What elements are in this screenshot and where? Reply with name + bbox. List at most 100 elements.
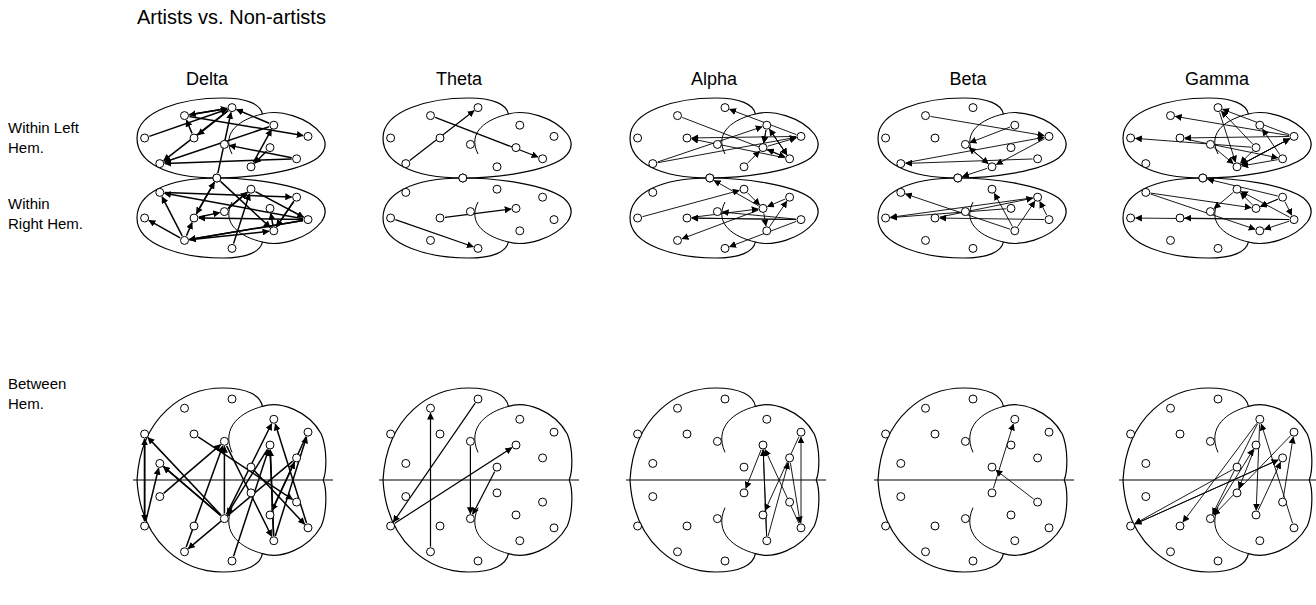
connectivity-arrow bbox=[940, 218, 1044, 219]
connectivity-arrow bbox=[196, 182, 214, 213]
electrode bbox=[713, 437, 721, 445]
electrode bbox=[387, 134, 395, 142]
connectivity-arrow bbox=[234, 194, 250, 244]
electrode bbox=[634, 430, 642, 438]
connectivity-arrow bbox=[764, 213, 766, 226]
connectivity-arrow bbox=[1213, 449, 1253, 514]
connectivity-arrow bbox=[1151, 193, 1251, 208]
hemisphere-outline bbox=[1123, 98, 1311, 178]
electrode bbox=[922, 548, 930, 556]
electrode bbox=[474, 104, 482, 112]
electrode bbox=[931, 214, 939, 222]
electrode bbox=[740, 163, 748, 171]
connectivity-arrow bbox=[237, 110, 270, 124]
connectivity-arrow bbox=[1241, 139, 1289, 165]
electrode bbox=[190, 522, 198, 530]
electrode bbox=[922, 236, 930, 244]
connectivity-arrow bbox=[277, 201, 294, 226]
electrode bbox=[493, 463, 501, 471]
band-label: Beta bbox=[949, 68, 986, 91]
connectivity-arrow bbox=[199, 213, 220, 217]
electrode bbox=[1290, 216, 1298, 224]
electrode bbox=[1176, 214, 1184, 222]
connectivity-arrow bbox=[229, 145, 291, 157]
electrode bbox=[1206, 140, 1214, 148]
hemisphere-outline bbox=[878, 98, 1066, 178]
electrode bbox=[1199, 174, 1207, 182]
sulcus-curve bbox=[1215, 202, 1249, 242]
connectivity-arrow bbox=[1214, 148, 1233, 164]
electrode bbox=[550, 524, 558, 532]
connectivity-arrow bbox=[189, 220, 303, 239]
electrode bbox=[649, 493, 657, 501]
electrode bbox=[181, 112, 189, 120]
connectivity-arrow bbox=[144, 439, 146, 521]
figure-title: Artists vs. Non-artists bbox=[137, 4, 326, 30]
connectivity-arrow bbox=[996, 139, 1044, 165]
electrode bbox=[634, 522, 642, 530]
electrode bbox=[897, 459, 905, 467]
connectivity-arrow bbox=[1183, 423, 1257, 522]
sulcus-curve bbox=[229, 406, 263, 452]
electrode bbox=[897, 160, 905, 168]
connectivity-arrow bbox=[730, 109, 797, 134]
electrode bbox=[1127, 214, 1135, 222]
connectivity-arrow bbox=[682, 117, 785, 157]
electrode bbox=[954, 174, 962, 182]
electrode bbox=[961, 208, 969, 216]
electrode bbox=[961, 140, 969, 148]
electrode bbox=[1233, 489, 1241, 497]
electrode bbox=[1252, 144, 1260, 152]
electrode bbox=[763, 227, 771, 235]
connectivity-arrow bbox=[996, 470, 1034, 499]
connectivity-arrow bbox=[410, 111, 474, 161]
electrode bbox=[141, 134, 149, 142]
electrode bbox=[674, 112, 682, 120]
electrode bbox=[1214, 395, 1222, 403]
electrode bbox=[228, 395, 236, 403]
midline bbox=[133, 480, 333, 481]
electrode bbox=[466, 140, 474, 148]
connectivity-arrow bbox=[746, 450, 761, 489]
electrode bbox=[1045, 132, 1053, 140]
connectivity-arrow bbox=[692, 218, 796, 219]
connectivity-arrow bbox=[748, 151, 760, 163]
electrode bbox=[293, 155, 301, 163]
electrode bbox=[797, 216, 805, 224]
electrode bbox=[674, 236, 682, 244]
electrode bbox=[1167, 548, 1175, 556]
connectivity-arrow bbox=[993, 424, 1013, 488]
electrode bbox=[293, 498, 301, 506]
connectivity-arrow bbox=[963, 168, 988, 176]
electrode bbox=[988, 185, 996, 193]
electrode bbox=[649, 459, 657, 467]
connectivity-arrow bbox=[144, 439, 146, 521]
electrode bbox=[713, 515, 721, 523]
connectivity-arrow bbox=[165, 127, 270, 162]
electrode bbox=[1256, 537, 1264, 545]
connectivity-arrow bbox=[149, 109, 227, 136]
midline bbox=[379, 480, 579, 481]
electrode bbox=[1167, 236, 1175, 244]
electrode bbox=[512, 144, 520, 152]
electrode bbox=[156, 493, 164, 501]
electrode bbox=[387, 214, 395, 222]
electrode bbox=[683, 430, 691, 438]
electrode bbox=[427, 404, 435, 412]
sulcus-curve bbox=[1215, 508, 1249, 554]
electrode bbox=[683, 214, 691, 222]
electrode bbox=[474, 395, 482, 403]
connectivity-arrow bbox=[164, 445, 221, 494]
electrode bbox=[466, 437, 474, 445]
connectivity-arrow bbox=[277, 201, 294, 226]
connectivity-arrow bbox=[969, 148, 988, 164]
electrode bbox=[1142, 188, 1150, 196]
electrode bbox=[304, 524, 312, 532]
connectivity-arrow bbox=[1185, 139, 1278, 158]
connectivity-arrow bbox=[764, 130, 766, 143]
electrode bbox=[634, 214, 642, 222]
electrode bbox=[270, 227, 278, 235]
connectivity-arrow bbox=[1135, 470, 1233, 524]
connectivity-arrow bbox=[1258, 462, 1280, 510]
